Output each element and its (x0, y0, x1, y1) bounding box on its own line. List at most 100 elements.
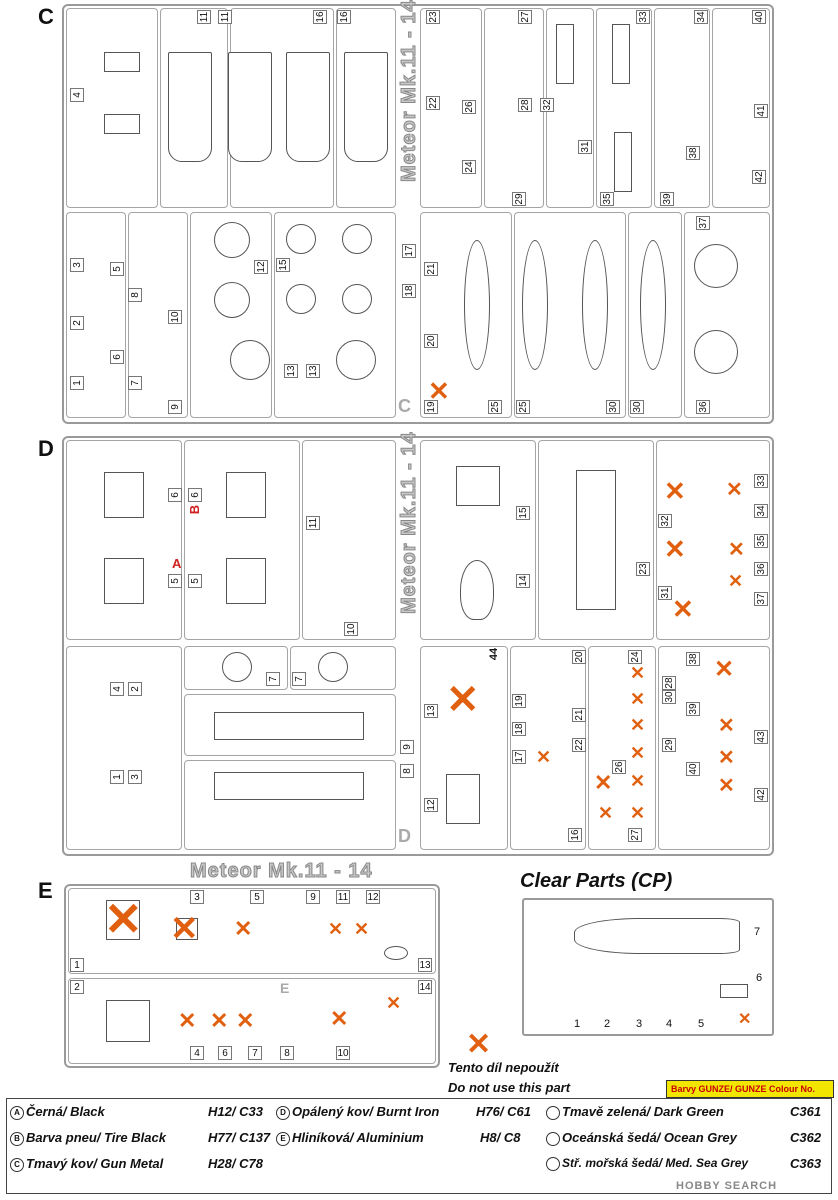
part-number: 5 (168, 574, 182, 588)
part-number: 16 (568, 828, 582, 842)
part-number: 8 (280, 1046, 294, 1060)
part-number: 6 (756, 972, 763, 984)
note-line-2: Do not use this part (448, 1080, 571, 1095)
part-number: 18 (512, 722, 526, 736)
part-number: 11 (197, 10, 211, 24)
part-number: 27 (518, 10, 532, 24)
part-number: 16 (337, 10, 351, 24)
part-number: 43 (754, 730, 768, 744)
part-number: 9 (400, 740, 414, 754)
part-number: 34 (754, 504, 768, 518)
part-number: 38 (686, 146, 700, 160)
part-number: 23 (636, 562, 650, 576)
part-number: 32 (658, 514, 672, 528)
paint-b-code: H77/ C137 (208, 1130, 271, 1145)
part-number: 7 (292, 672, 306, 686)
part-number: 12 (424, 798, 438, 812)
clear-parts-frame (522, 898, 774, 1036)
part-number: 4 (666, 1018, 673, 1030)
part-number: 1 (574, 1018, 581, 1030)
part-number: 29 (512, 192, 526, 206)
part-number: 30 (606, 400, 620, 414)
part-number: 21 (424, 262, 438, 276)
part-number: 2 (70, 316, 84, 330)
part-number: 5 (188, 574, 202, 588)
part-number: 11 (336, 890, 350, 904)
sprue-e-frame (64, 884, 440, 1068)
part-number: 7 (128, 376, 142, 390)
part-number: 39 (686, 702, 700, 716)
part-number: 25 (488, 400, 502, 414)
part-number: 3 (190, 890, 204, 904)
sprue-c-letter: C (38, 4, 54, 29)
part-number: 4 (70, 88, 84, 102)
sprue-e-corner-letter: E (280, 980, 290, 996)
part-number: 20 (572, 650, 586, 664)
part-number: 17 (402, 244, 416, 258)
part-number: 37 (696, 216, 710, 230)
sprue-c-name: Meteor Mk.11 - 14 (398, 0, 421, 183)
part-number: 35 (600, 192, 614, 206)
part-number: 33 (754, 474, 768, 488)
part-number: 42 (754, 788, 768, 802)
part-number: 34 (694, 10, 708, 24)
paint-a-code: H12/ C33 (208, 1104, 263, 1119)
part-number: 4 (110, 682, 124, 696)
part-number: 30 (630, 400, 644, 414)
part-number: 14 (418, 980, 432, 994)
paint-med-sea-grey-code: C363 (790, 1156, 822, 1171)
note-line-1: Tento díl nepoužít (448, 1060, 559, 1075)
part-number: 3 (70, 258, 84, 272)
part-number: 9 (168, 400, 182, 414)
clear-parts-title: Clear Parts (CP) (520, 870, 673, 892)
part-number: 8 (128, 288, 142, 302)
part-number: 1 (70, 376, 84, 390)
part-number: 35 (754, 534, 768, 548)
part-number: 24 (628, 650, 642, 664)
part-number: 12 (366, 890, 380, 904)
part-number: 9 (306, 890, 320, 904)
part-number: 16 (313, 10, 327, 24)
part-number: 24 (462, 160, 476, 174)
part-letter-a: A (172, 556, 182, 571)
part-number: 2 (70, 980, 84, 994)
part-letter-b: B (187, 504, 203, 515)
paint-dark-green: Tmavě zelená/ Dark Green (546, 1104, 724, 1120)
part-number: 2 (128, 682, 142, 696)
part-number: 1 (70, 958, 84, 972)
part-number: 13 (424, 704, 438, 718)
do-not-use-x-icon: ✕ (428, 376, 450, 406)
part-number: 17 (512, 750, 526, 764)
part-number: 21 (572, 708, 586, 722)
part-number: 37 (754, 592, 768, 606)
part-number: 11 (306, 516, 320, 530)
part-number: 13 (284, 364, 298, 378)
part-number: 5 (110, 262, 124, 276)
part-number: 6 (110, 350, 124, 364)
part-number: 42 (752, 170, 766, 184)
part-number: 28 (662, 676, 676, 690)
part-number: 15 (276, 258, 290, 272)
paint-header: Barvy GUNZE/ GUNZE Colour No. (666, 1080, 834, 1098)
part-number: 4 (190, 1046, 204, 1060)
part-number: 40 (752, 10, 766, 24)
part-number: 32 (540, 98, 554, 112)
paint-d-code: H76/ C61 (476, 1104, 531, 1119)
part-number: 22 (572, 738, 586, 752)
sprue-c-frame (62, 4, 774, 424)
part-number: 40 (686, 762, 700, 776)
part-number: 6 (168, 488, 182, 502)
sprue-e-name: Meteor Mk.11 - 14 (190, 860, 373, 883)
part-number: 29 (662, 738, 676, 752)
paint-ocean-grey: Oceánská šedá/ Ocean Grey (546, 1130, 737, 1146)
part-number: 10 (344, 622, 358, 636)
part-number: 6 (218, 1046, 232, 1060)
part-number: 10 (168, 310, 182, 324)
paint-med-sea-grey: Stř. mořská šedá/ Med. Sea Grey (546, 1156, 748, 1171)
part-number: 26 (612, 760, 626, 774)
part-number: 31 (658, 586, 672, 600)
part-number: 18 (402, 284, 416, 298)
paint-c-code: H28/ C78 (208, 1156, 263, 1171)
